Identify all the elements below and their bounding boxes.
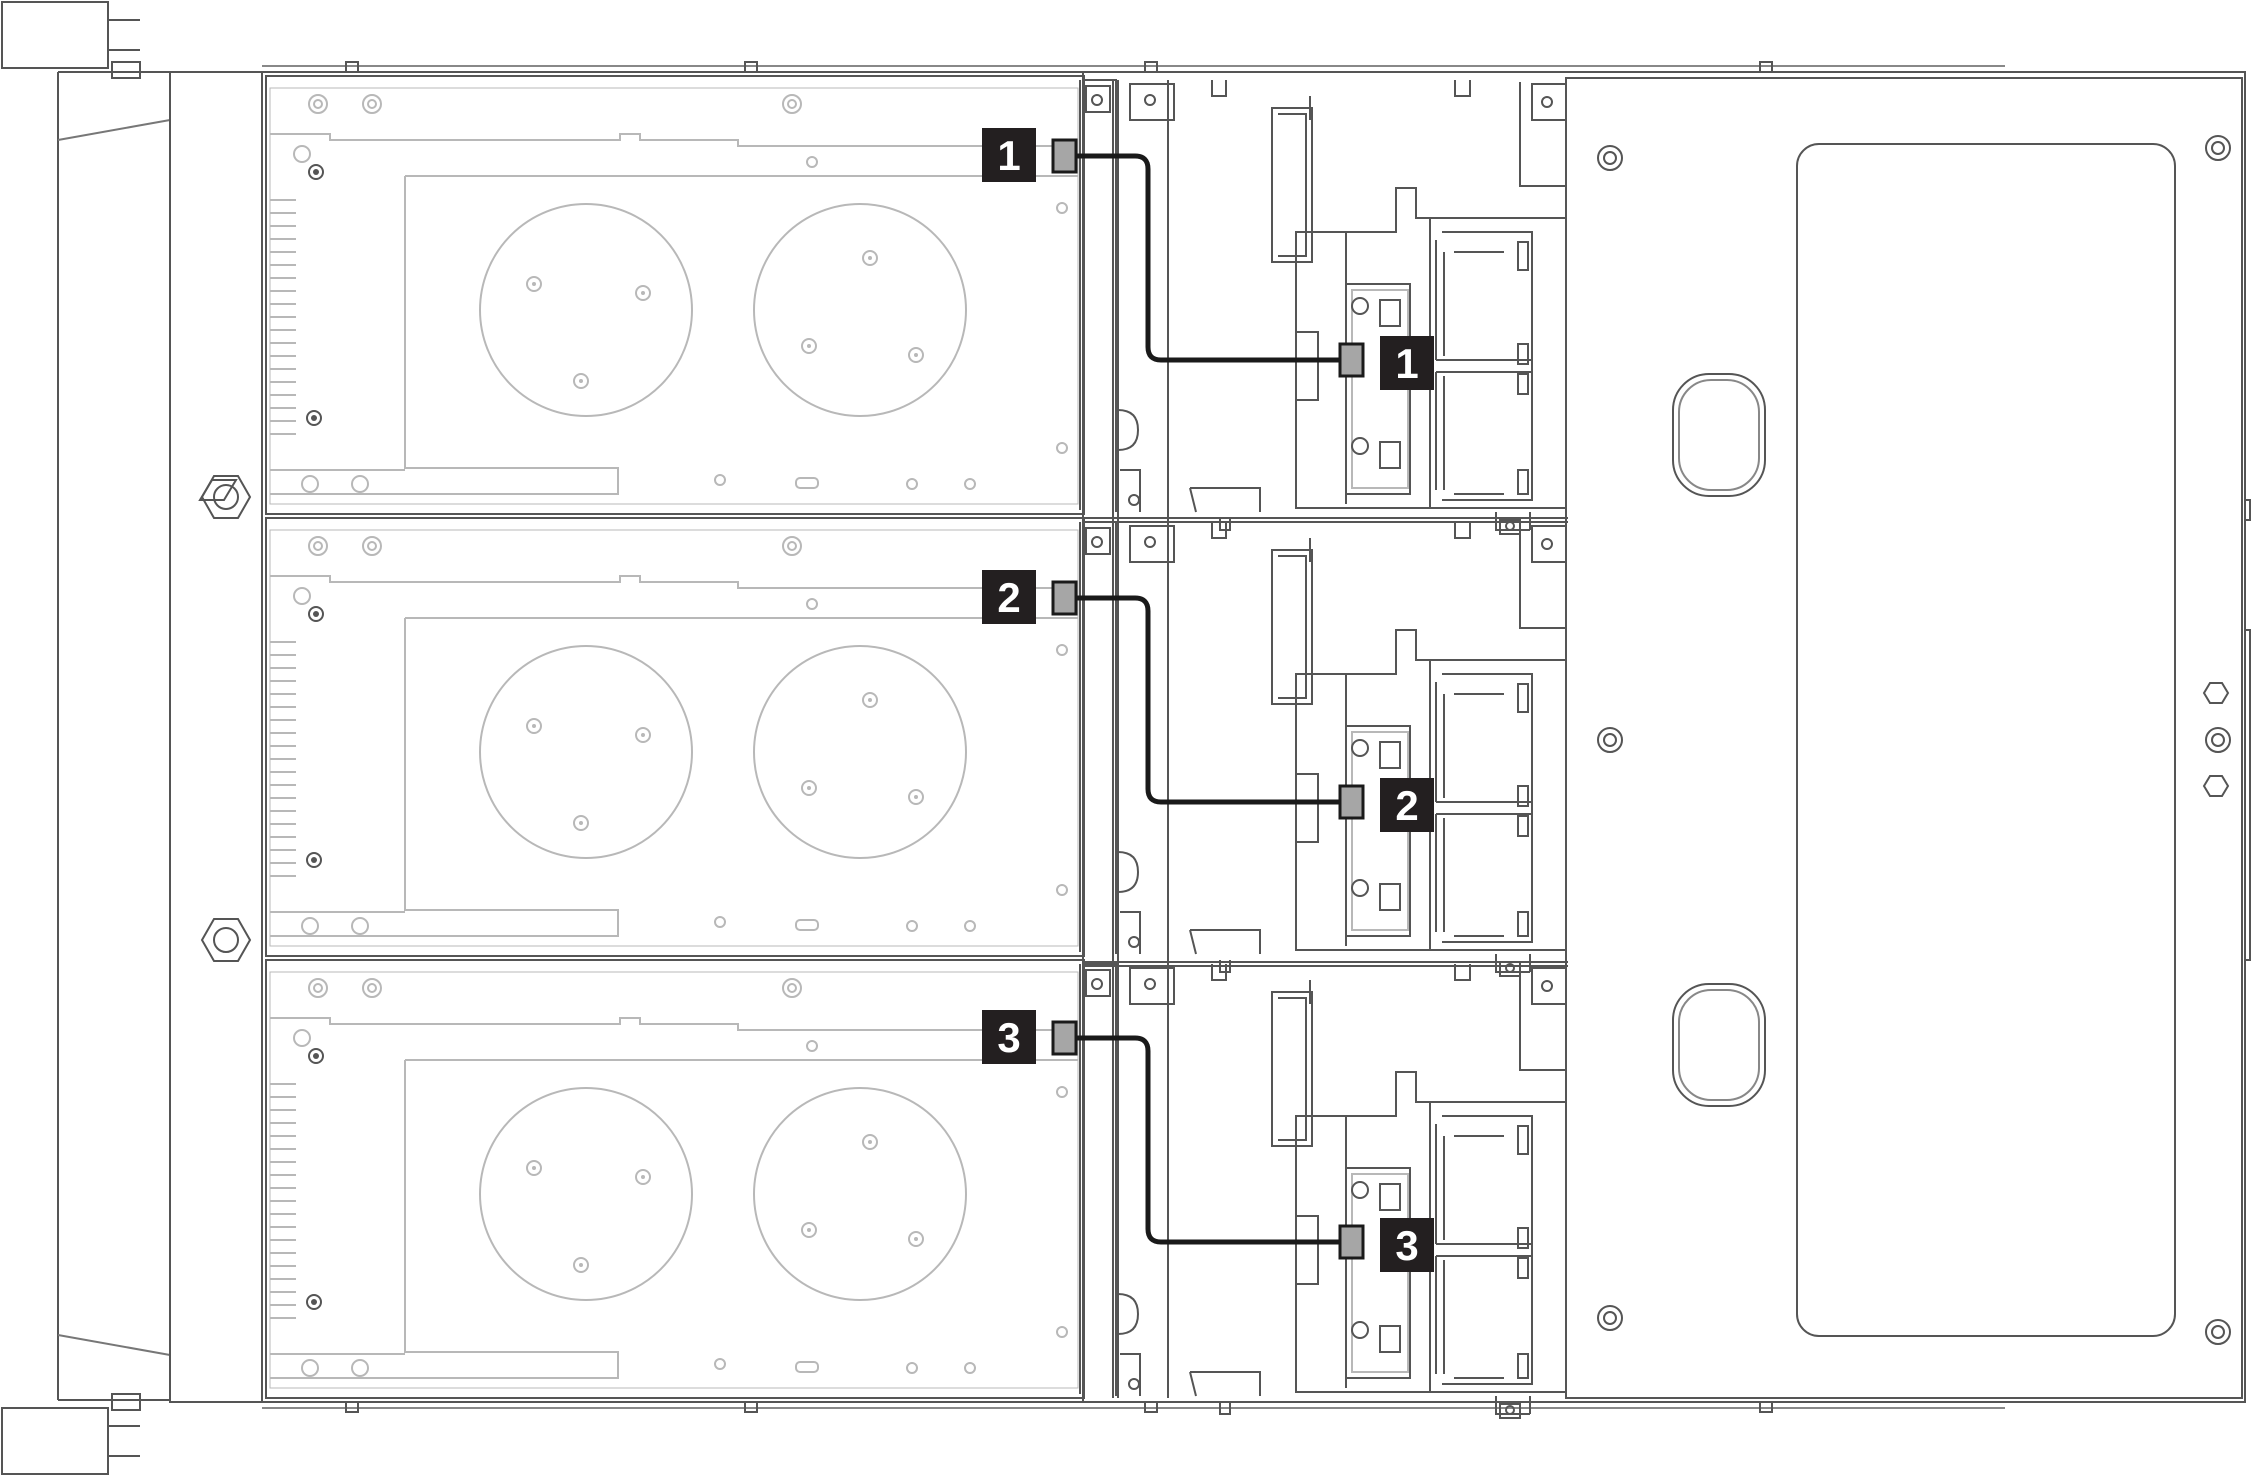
top-cover bbox=[1565, 77, 2243, 1399]
callout-label: 3 bbox=[1395, 1222, 1418, 1269]
callout-2-gpu: 2 bbox=[982, 570, 1036, 624]
callout-1-board: 1 bbox=[1380, 336, 1434, 390]
gpu-module-1 bbox=[265, 75, 1140, 515]
callout-badge bbox=[1380, 1218, 1434, 1272]
callout-badge bbox=[1380, 778, 1434, 832]
rack-ear-bottom bbox=[1, 1407, 109, 1475]
cable-2 bbox=[1076, 595, 1340, 805]
board-connector-3 bbox=[1338, 1224, 1365, 1260]
cover-screws bbox=[1597, 135, 2231, 1345]
bezel-hex-nuts bbox=[198, 475, 252, 962]
callout-2-board: 2 bbox=[1380, 778, 1434, 832]
gpu-connector-1 bbox=[1051, 138, 1078, 174]
cable-3 bbox=[1076, 1035, 1340, 1245]
cable-1 bbox=[1076, 153, 1340, 363]
riser-bracket-3 bbox=[1120, 964, 1567, 1419]
callout-label: 2 bbox=[997, 574, 1020, 621]
callout-badge bbox=[982, 1010, 1036, 1064]
cover-slot-upper bbox=[1672, 373, 1766, 497]
callout-badge bbox=[1380, 336, 1434, 390]
middle-brackets bbox=[1120, 80, 1567, 1419]
gpu-modules bbox=[265, 75, 1140, 1399]
riser-bracket-2 bbox=[1120, 522, 1567, 977]
rack-ear-top bbox=[1, 1, 109, 69]
callout-label: 3 bbox=[997, 1014, 1020, 1061]
gpu-connector-2 bbox=[1051, 580, 1078, 616]
callout-label: 2 bbox=[1395, 782, 1418, 829]
callout-3-gpu: 3 bbox=[982, 1010, 1036, 1064]
cover-window bbox=[1796, 143, 2176, 1337]
midplane-section bbox=[1082, 72, 1568, 1402]
callout-3-board: 3 bbox=[1380, 1218, 1434, 1272]
callout-label: 1 bbox=[1395, 340, 1418, 387]
riser-bracket-1 bbox=[1120, 80, 1567, 535]
callout-badges: 1 1 2 2 3 3 bbox=[982, 128, 1434, 1272]
callout-badge bbox=[982, 128, 1036, 182]
board-connector-1 bbox=[1338, 342, 1365, 378]
top-cover-details bbox=[1672, 143, 2251, 1337]
gpu-connector-3 bbox=[1051, 1020, 1078, 1056]
edge-tabs bbox=[111, 61, 1773, 1413]
callout-label: 1 bbox=[997, 132, 1020, 179]
cover-slot-lower bbox=[1672, 983, 1766, 1107]
board-connector-2 bbox=[1338, 784, 1365, 820]
callout-badge bbox=[982, 570, 1036, 624]
connectors bbox=[1051, 138, 1365, 1260]
callout-1-gpu: 1 bbox=[982, 128, 1036, 182]
cables bbox=[1076, 153, 1340, 1245]
